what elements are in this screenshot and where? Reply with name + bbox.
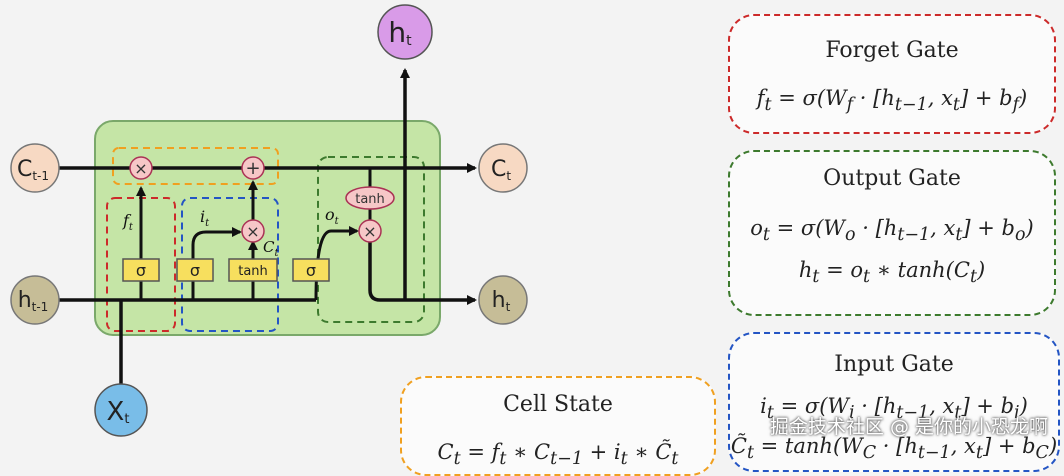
cell-state-box: Cell State Ct = ft ∗ Ct−1 + it ∗ C̃t [400,376,716,476]
output-multiply-symbol: × [363,222,376,241]
cell-tanh-label: tanh [355,192,385,207]
output-gate-title: Output Gate [823,166,961,191]
svg-text:Xt: Xt [107,397,130,427]
cell-state-region [112,147,279,185]
input-gate-equation-1: it = σ(Wi · [ht−1, xt] + bi) [760,394,1028,424]
candidate-tanh-label: tanh [238,264,268,279]
svg-text:ht: ht [388,16,412,49]
forget-multiply-symbol: × [134,159,147,178]
svg-text:Ct: Ct [491,157,511,183]
input-sigma-box: σ [176,258,214,282]
signal-ot: ot [325,205,340,227]
forget-sigma-label: σ [136,261,146,280]
svg-text:ht-1: ht-1 [18,288,49,314]
h-top-node: ht [377,4,433,60]
lstm-cell-body [94,120,441,336]
input-multiply-op: × [241,219,265,243]
svg-text:Ct-1: Ct-1 [17,157,49,183]
input-gate-box: Input Gate it = σ(Wi · [ht−1, xt] + bi) … [728,332,1060,472]
output-gate-region [317,156,425,323]
output-sigma-path [314,226,359,301]
output-sigma-box: σ [292,258,330,282]
lstm-diagram: × + × × tanh σ σ tanh σ ft it ot Ct ht [10,4,528,437]
h-prev-node: ht-1 [10,275,60,325]
input-gate-equation-2: C̃t = tanh(WC · [ht−1, xt] + bC) [730,434,1058,464]
forget-gate-box: Forget Gate ft = σ(Wf · [ht−1, xt] + bf) [728,14,1056,134]
c-next-node: Ct [478,143,528,193]
output-sigma-label: σ [306,261,316,280]
input-multiply-symbol: × [246,222,259,241]
signal-it: it [200,207,210,229]
candidate-tanh-box: tanh [228,258,278,282]
watermark-text: 掘金技术社区 @ 是你的小恐龙啊 [769,416,1048,438]
c-prev-node: Ct-1 [10,143,60,193]
output-multiply-op: × [358,219,382,243]
input-sigma-path [191,227,242,300]
cell-state-title: Cell State [503,392,613,417]
signal-ct-tilde: Ct [263,238,279,259]
forget-gate-equation: ft = σ(Wf · [ht−1, xt] + bf) [756,86,1028,116]
x-input-node: Xt [94,383,148,437]
cell-add-symbol: + [245,158,260,179]
output-gate-box: Output Gate ot = σ(Wo · [ht−1, xt] + bo)… [728,150,1056,316]
h-next-node: ht [478,275,528,325]
output-h-path [368,242,477,305]
cell-tanh-op: tanh [345,186,395,210]
output-gate-equation-1: ot = σ(Wo · [ht−1, xt] + bo) [750,216,1034,246]
svg-text:ht: ht [492,288,511,314]
output-gate-equation-2: ht = ot ∗ tanh(Ct) [798,258,986,288]
forget-sigma-box: σ [122,258,160,282]
input-gate-title: Input Gate [834,352,954,377]
forget-multiply-op: × [129,156,153,180]
input-sigma-label: σ [190,261,200,280]
signal-ft: ft [122,211,134,233]
cell-add-op: + [241,156,265,180]
forget-gate-title: Forget Gate [825,38,959,63]
